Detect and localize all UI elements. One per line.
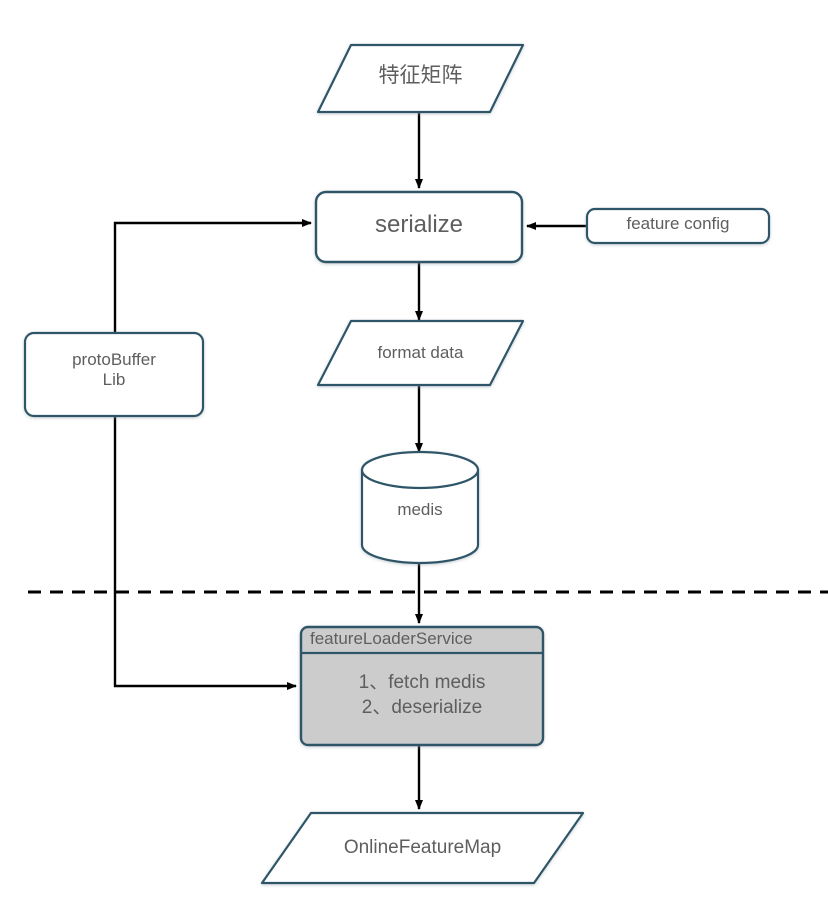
node-medis[interactable] [360,450,480,565]
node-format-data[interactable] [316,319,525,387]
edge-protobuffer-to-feature-loader-service [113,416,297,690]
node-serialize[interactable] [314,190,524,264]
edge-layer [113,112,587,810]
edge-protobuffer-to-serialize [113,219,312,333]
node-feature-config[interactable] [585,207,771,245]
node-feature-loader-service[interactable] [299,625,545,747]
node-feature-matrix[interactable] [316,43,525,114]
node-protobuffer-lib[interactable] [23,331,205,418]
node-online-feature-map[interactable] [260,811,585,885]
